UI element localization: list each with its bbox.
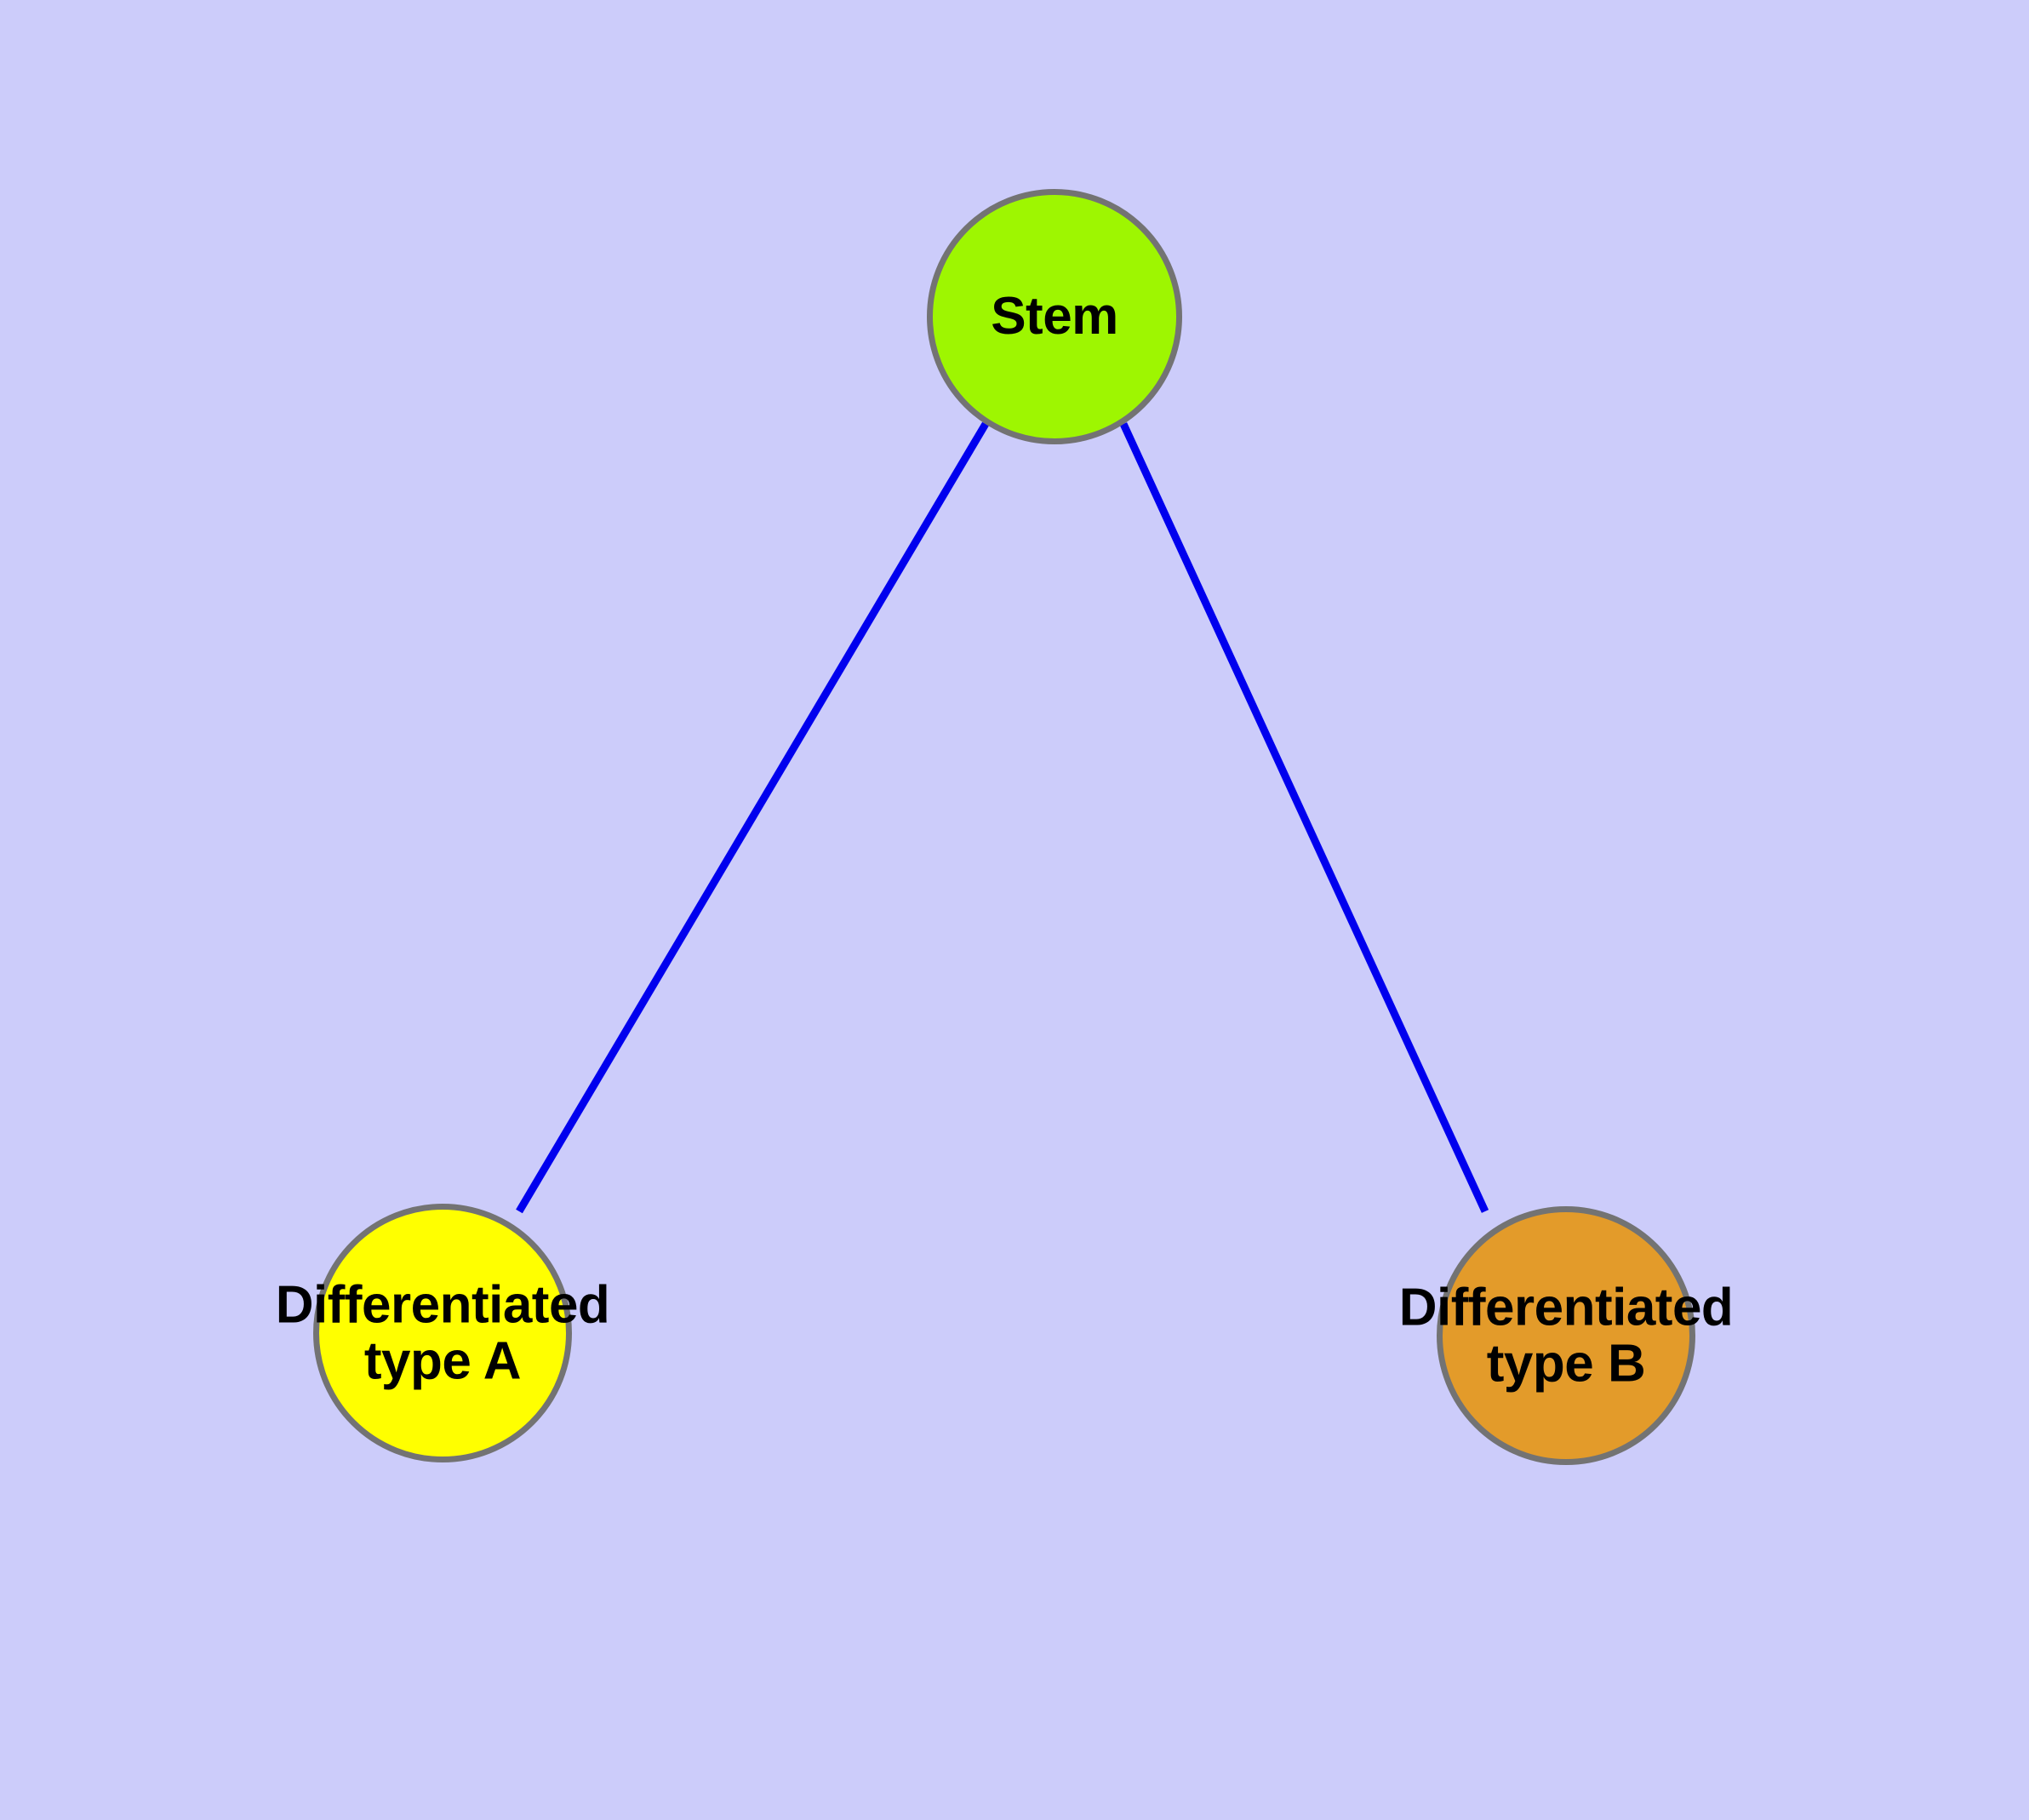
node-stem[interactable]: Stem	[927, 189, 1182, 444]
node-differentiated-type-a[interactable]: Differentiated type A	[276, 1204, 610, 1462]
node-differentiated-type-b-label: Differentiated type B	[1398, 1278, 1734, 1393]
node-differentiated-type-a-label: Differentiated type A	[275, 1275, 610, 1390]
node-stem-label: Stem	[991, 287, 1118, 346]
edge-stem-to-differentiated-type-b	[1119, 422, 1489, 1213]
edge-stem-to-differentiated-type-a	[516, 421, 989, 1214]
node-differentiated-type-b[interactable]: Differentiated type B	[1399, 1206, 1734, 1465]
